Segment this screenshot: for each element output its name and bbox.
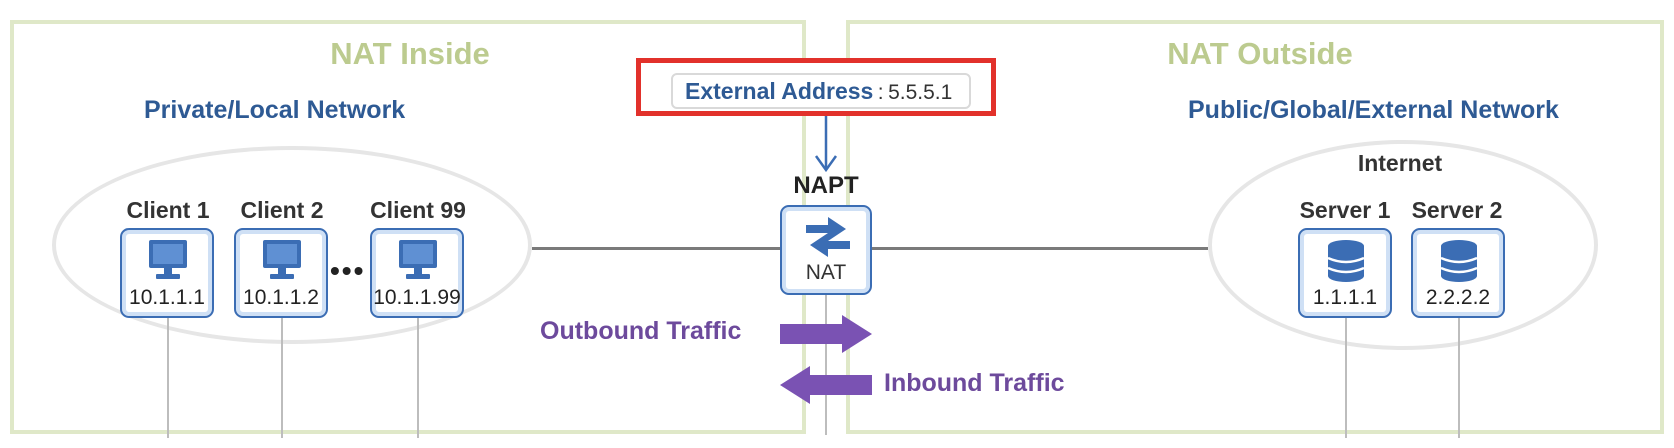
database-icon — [1440, 240, 1478, 282]
server-2-node[interactable]: 2.2.2.2 — [1411, 228, 1505, 318]
inbound-traffic-label: Inbound Traffic — [884, 369, 1065, 397]
internet-ellipse — [1208, 140, 1598, 350]
client-1-ip: 10.1.1.1 — [129, 286, 205, 309]
external-address-highlight: External Address : 5.5.5.1 — [636, 58, 996, 116]
server-1-node[interactable]: 1.1.1.1 — [1298, 228, 1392, 318]
private-network-ellipse — [52, 146, 532, 344]
public-network-title: Public/Global/External Network — [1188, 96, 1559, 124]
client-1-label: Client 1 — [126, 197, 210, 223]
nat-inside-title: NAT Inside — [330, 36, 490, 71]
outbound-traffic-label: Outbound Traffic — [540, 317, 742, 345]
client-2-drop-line — [281, 318, 283, 438]
client-1-node[interactable]: 10.1.1.1 — [120, 228, 214, 318]
napt-title: NAPT — [793, 172, 859, 199]
zone-divider-line — [825, 295, 827, 435]
client-99-node[interactable]: 10.1.1.99 — [370, 228, 464, 318]
external-address-separator: : — [877, 81, 884, 104]
server-2-drop-line — [1458, 318, 1460, 438]
swap-arrows-icon — [806, 217, 850, 257]
client-2-node[interactable]: 10.1.1.2 — [234, 228, 328, 318]
client-99-label: Client 99 — [370, 197, 466, 223]
client-2-label: Client 2 — [240, 197, 324, 223]
outside-link-line — [872, 247, 1208, 250]
database-icon — [1327, 240, 1365, 282]
inbound-arrow-icon — [780, 366, 872, 404]
client-99-drop-line — [417, 318, 419, 438]
private-network-title: Private/Local Network — [144, 96, 406, 124]
external-address-value: 5.5.5.1 — [888, 81, 953, 104]
server-1-drop-line — [1345, 318, 1347, 438]
external-address-label: External Address — [685, 78, 874, 104]
client-99-ip: 10.1.1.99 — [373, 286, 461, 309]
server-1-ip: 1.1.1.1 — [1312, 286, 1378, 309]
server-1-label: Server 1 — [1299, 197, 1391, 223]
external-address-arrow — [814, 116, 838, 173]
client-1-drop-line — [167, 318, 169, 438]
outbound-arrow-icon — [780, 315, 872, 353]
monitor-icon — [149, 240, 187, 279]
monitor-icon — [263, 240, 301, 279]
server-2-label: Server 2 — [1411, 197, 1503, 223]
nat-device[interactable]: NAT — [780, 205, 872, 295]
server-2-ip: 2.2.2.2 — [1425, 286, 1491, 309]
internet-label: Internet — [1357, 150, 1443, 176]
client-2-ip: 10.1.1.2 — [243, 286, 319, 309]
inside-link-line — [532, 247, 780, 250]
more-clients-ellipsis: ••• — [330, 255, 366, 286]
external-address-field[interactable]: External Address : 5.5.5.1 — [671, 73, 971, 109]
nat-outside-title: NAT Outside — [1167, 36, 1353, 71]
monitor-icon — [399, 240, 437, 279]
nat-device-label: NAT — [805, 261, 847, 284]
